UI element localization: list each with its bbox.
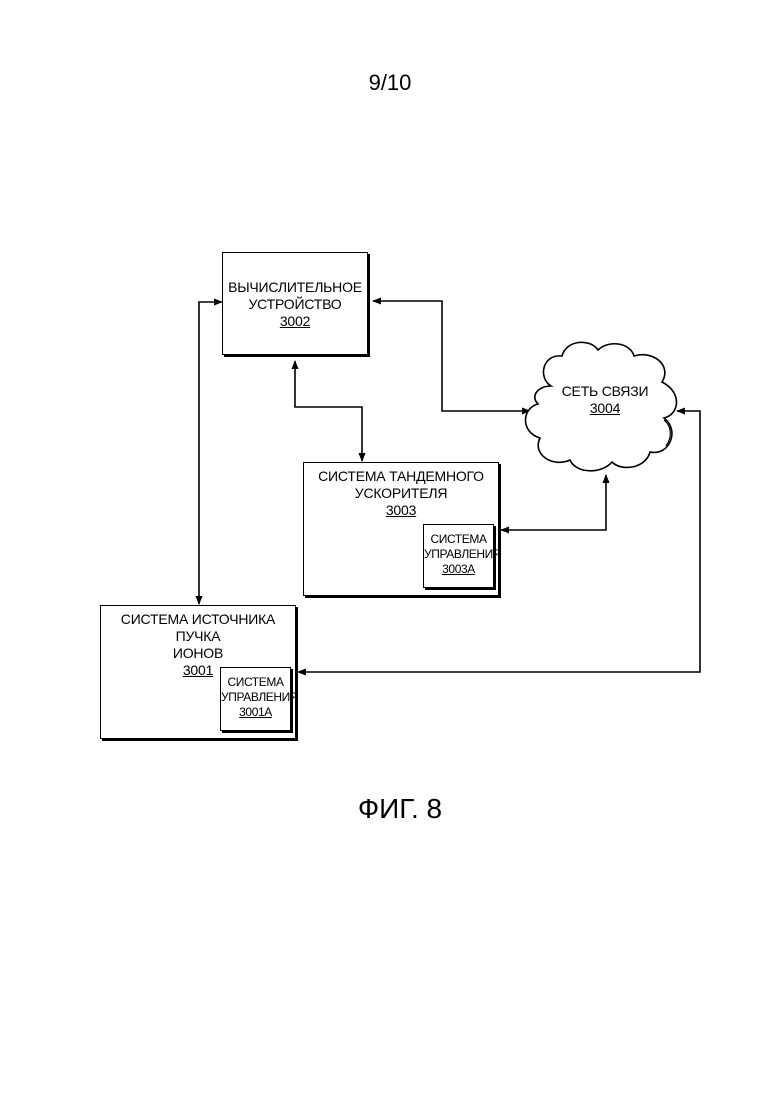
network-title: СЕТЬ СВЯЗИ xyxy=(545,383,665,400)
computing-device-line2: УСТРОЙСТВО xyxy=(223,296,367,313)
figure-caption: ФИГ. 8 xyxy=(0,793,780,825)
edge-device-tandem xyxy=(295,361,362,461)
tandem-accelerator-box: СИСТЕМА ТАНДЕМНОГО УСКОРИТЕЛЯ 3003 СИСТЕ… xyxy=(303,462,499,596)
edge-tandem-network xyxy=(501,475,606,530)
tandem-control-line2: УПРАВЛЕНИЯ xyxy=(424,547,493,562)
ion-source-line2: ИОНОВ xyxy=(101,645,295,662)
tandem-control-number: 3003A xyxy=(424,562,493,577)
ion-source-control-line1: СИСТЕМА xyxy=(221,675,290,690)
tandem-line2: УСКОРИТЕЛЯ xyxy=(304,485,498,502)
tandem-control-line1: СИСТЕМА xyxy=(424,532,493,547)
ion-source-box: СИСТЕМА ИСТОЧНИКА ПУЧКА ИОНОВ 3001 СИСТЕ… xyxy=(100,605,296,739)
computing-device-number: 3002 xyxy=(223,313,367,330)
tandem-number: 3003 xyxy=(304,502,498,519)
ion-source-control-line2: УПРАВЛЕНИЯ xyxy=(221,690,290,705)
ion-source-control-number: 3001A xyxy=(221,705,290,720)
edge-device-ionsource xyxy=(199,302,222,604)
tandem-line1: СИСТЕМА ТАНДЕМНОГО xyxy=(304,468,498,485)
edge-device-network xyxy=(373,301,530,411)
network-label: СЕТЬ СВЯЗИ 3004 xyxy=(545,383,665,417)
ion-source-control-box: СИСТЕМА УПРАВЛЕНИЯ 3001A xyxy=(220,667,291,731)
tandem-control-box: СИСТЕМА УПРАВЛЕНИЯ 3003A xyxy=(423,524,494,588)
computing-device-box: ВЫЧИСЛИТЕЛЬНОЕ УСТРОЙСТВО 3002 xyxy=(222,252,368,355)
computing-device-line1: ВЫЧИСЛИТЕЛЬНОЕ xyxy=(223,279,367,296)
network-number: 3004 xyxy=(545,400,665,417)
ion-source-line1: СИСТЕМА ИСТОЧНИКА ПУЧКА xyxy=(101,611,295,645)
